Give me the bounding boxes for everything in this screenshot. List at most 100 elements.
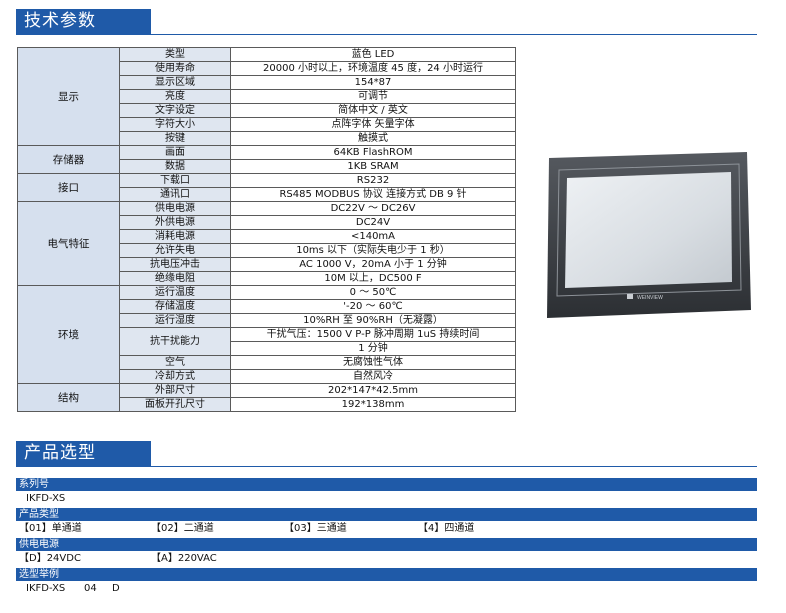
- table-row: 结构 外部尺寸 202*147*42.5mm: [17, 383, 516, 412]
- table-row: 抗干扰能力 干扰气压：1500 V P-P 脉冲周期 1uS 持续时间: [18, 327, 516, 356]
- spec-label: 外部尺寸: [119, 383, 231, 398]
- spec-value: AC 1000 V，20mA 小于 1 分钟: [230, 257, 516, 272]
- power-row: 【D】24VDC 【A】220VAC: [16, 551, 757, 566]
- spec-value: '-20 ～ 60℃: [230, 299, 516, 314]
- spec-label: 抗干扰能力: [119, 327, 231, 356]
- table-row: 空气 无腐蚀性气体: [18, 355, 516, 370]
- spec-value: 64KB FlashROM: [230, 145, 516, 160]
- tech-params-header: 技术参数: [16, 9, 151, 34]
- spec-value: 10M 以上，DC500 F: [230, 271, 516, 286]
- device-screen: [565, 172, 732, 288]
- spec-label: 亮度: [119, 89, 231, 104]
- series-row: IKFD-XS: [16, 491, 757, 506]
- spec-value: 154*87: [230, 75, 516, 90]
- product-selection-rule: [16, 466, 757, 467]
- table-row: 运行湿度 10%RH 至 90%RH（无凝露）: [18, 313, 516, 328]
- table-row: 环境 运行温度 0 ～ 50℃: [17, 285, 516, 384]
- tech-params-rule: [16, 34, 757, 35]
- spec-label: 画面: [119, 145, 231, 160]
- example-row: IKFD-XS 04 D: [16, 581, 757, 596]
- spec-value: RS232: [230, 173, 516, 188]
- spec-value: 202*147*42.5mm: [230, 383, 516, 398]
- table-row: 允许失电 10ms 以下（实际失电少于 1 秒）: [18, 243, 516, 258]
- spec-value: 0 ～ 50℃: [230, 285, 516, 300]
- category-structure: 结构: [17, 383, 120, 412]
- type-row: 【01】单通道 【02】二通道 【03】三通道 【4】四通道: [16, 521, 757, 536]
- spec-label: 运行湿度: [119, 313, 231, 328]
- power-label-bar: 供电电源: [16, 538, 757, 551]
- spec-value: <140mA: [230, 229, 516, 244]
- device-brand-label: WEINVIEW: [637, 295, 663, 301]
- table-row: 使用寿命 20000 小时以上，环境温度 45 度，24 小时运行: [18, 61, 516, 76]
- spec-label: 通讯口: [119, 187, 231, 202]
- spec-value: RS485 MODBUS 协议 连接方式 DB 9 针: [230, 187, 516, 202]
- category-storage: 存储器: [17, 145, 120, 174]
- spec-value: DC22V ～ DC26V: [230, 201, 516, 216]
- spec-label: 显示区域: [119, 75, 231, 90]
- spec-label: 绝缘电阻: [119, 271, 231, 286]
- table-row: 面板开孔尺寸 192*138mm: [18, 397, 516, 412]
- spec-label: 抗电压冲击: [119, 257, 231, 272]
- table-row: 消耗电源 <140mA: [18, 229, 516, 244]
- spec-value: 10ms 以下（实际失电少于 1 秒）: [230, 243, 516, 258]
- type-option: 【02】二通道: [151, 523, 214, 534]
- category-electrical: 电气特征: [17, 201, 120, 286]
- spec-label: 面板开孔尺寸: [119, 397, 231, 412]
- type-label-bar: 产品类型: [16, 508, 757, 521]
- table-row: 存储器 画面 64KB FlashROM: [17, 145, 516, 174]
- table-row: 亮度 可调节: [18, 89, 516, 104]
- type-option: 【03】三通道: [284, 523, 347, 534]
- spec-value: DC24V: [230, 215, 516, 230]
- device-frame-line: [556, 163, 742, 297]
- spec-label: 下载口: [119, 173, 231, 188]
- spec-value: 无腐蚀性气体: [230, 355, 516, 370]
- spec-value: 192*138mm: [230, 397, 516, 412]
- spec-value: 20000 小时以上，环境温度 45 度，24 小时运行: [230, 61, 516, 76]
- spec-label: 使用寿命: [119, 61, 231, 76]
- spec-table: 显示 类型 蓝色 LED 使用寿命 20000 小时以上，环境温度 45 度，2…: [17, 47, 516, 412]
- spec-label: 冷却方式: [119, 369, 231, 384]
- spec-label: 数据: [119, 159, 231, 174]
- spec-value: 10%RH 至 90%RH（无凝露）: [230, 313, 516, 328]
- spec-label: 消耗电源: [119, 229, 231, 244]
- category-environment: 环境: [17, 285, 120, 384]
- product-selection-header: 产品选型: [16, 441, 151, 466]
- category-display: 显示: [17, 47, 120, 146]
- table-row: 文字设定 简体中文 / 英文: [18, 103, 516, 118]
- example-series: IKFD-XS: [26, 583, 66, 594]
- spec-label: 外供电源: [119, 215, 231, 230]
- spec-label: 按键: [119, 131, 231, 146]
- spec-value: 蓝色 LED: [230, 47, 516, 62]
- series-value: IKFD-XS: [26, 493, 66, 504]
- table-row: 按键 触摸式: [18, 131, 516, 146]
- table-row: 电气特征 供电电源 DC22V ～ DC26V: [17, 201, 516, 286]
- brand-logo-icon: [627, 294, 633, 299]
- table-row: 字符大小 点阵字体 矢量字体: [18, 117, 516, 132]
- spec-value: 1KB SRAM: [230, 159, 516, 174]
- table-row: 显示 类型 蓝色 LED: [17, 47, 516, 146]
- table-row: 绝缘电阻 10M 以上，DC500 F: [18, 271, 516, 286]
- spec-label: 类型: [119, 47, 231, 62]
- spec-label: 空气: [119, 355, 231, 370]
- example-type: 04: [84, 583, 97, 594]
- table-row: 数据 1KB SRAM: [18, 159, 516, 174]
- spec-label: 存储温度: [119, 299, 231, 314]
- category-interface: 接口: [17, 173, 120, 202]
- table-row: 通讯口 RS485 MODBUS 协议 连接方式 DB 9 针: [18, 187, 516, 202]
- spec-label: 供电电源: [119, 201, 231, 216]
- spec-label: 运行温度: [119, 285, 231, 300]
- hmi-device-image: WEINVIEW: [547, 152, 751, 318]
- spec-value: 干扰气压：1500 V P-P 脉冲周期 1uS 持续时间: [230, 327, 516, 342]
- power-option: 【D】24VDC: [19, 553, 81, 564]
- spec-value: 自然风冷: [230, 369, 516, 384]
- example-power: D: [112, 583, 120, 594]
- spec-value: 点阵字体 矢量字体: [230, 117, 516, 132]
- spec-label: 文字设定: [119, 103, 231, 118]
- spec-value: 简体中文 / 英文: [230, 103, 516, 118]
- spec-value: 可调节: [230, 89, 516, 104]
- table-row: 冷却方式 自然风冷: [18, 369, 516, 384]
- spec-value: 触摸式: [230, 131, 516, 146]
- table-row: 抗电压冲击 AC 1000 V，20mA 小于 1 分钟: [18, 257, 516, 272]
- series-label-bar: 系列号: [16, 478, 757, 491]
- spec-label: 允许失电: [119, 243, 231, 258]
